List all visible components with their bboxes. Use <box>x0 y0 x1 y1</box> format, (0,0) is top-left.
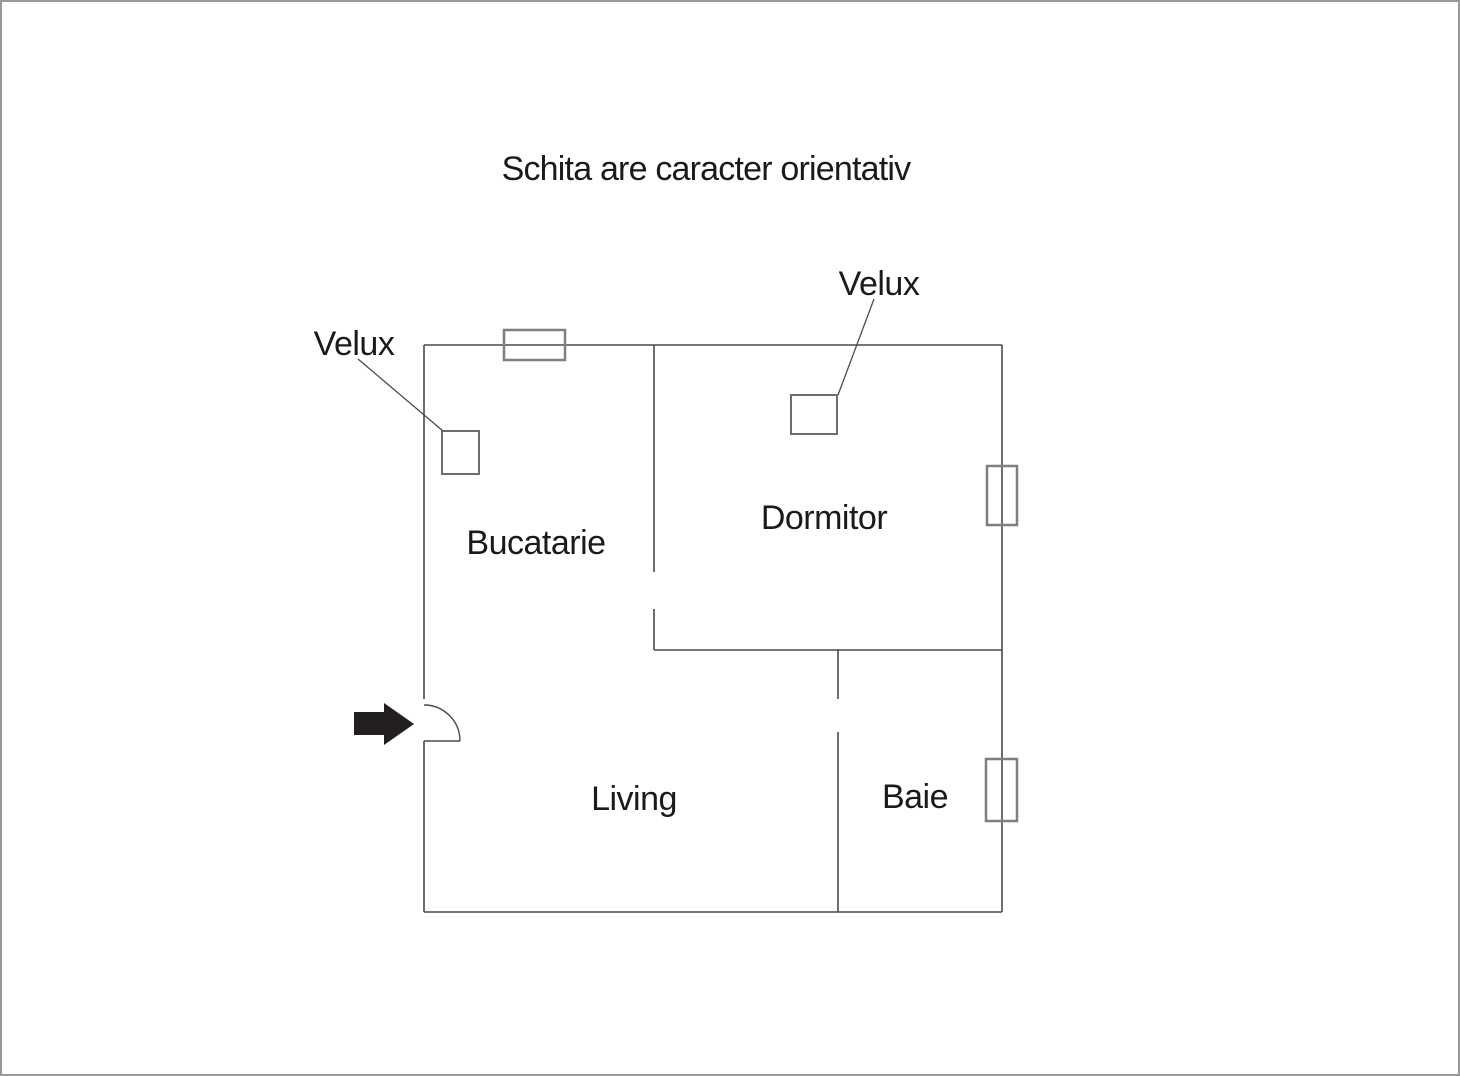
bedroom-velux-leader-line <box>837 298 875 396</box>
door-swing-arc <box>423 704 461 742</box>
bathroom-right-window <box>984 757 1019 823</box>
bedroom-velux-label: Velux <box>839 265 920 303</box>
kitchen-velux-leader-line <box>357 358 444 432</box>
room-label-living: Living <box>591 780 677 818</box>
skylights <box>441 394 838 475</box>
bedroom-velux-skylight <box>790 394 838 435</box>
outer-walls <box>423 344 1003 913</box>
room-label-baie: Baie <box>882 778 948 816</box>
entrance-arrow-icon <box>354 703 414 745</box>
entrance-door <box>423 704 461 742</box>
kitchen-velux-skylight <box>441 430 480 475</box>
leader-lines <box>357 298 875 432</box>
room-label-bucatarie: Bucatarie <box>466 524 605 562</box>
interior-walls <box>653 345 1002 912</box>
plan-title: Schita are caracter orientativ <box>502 150 912 188</box>
bedroom-right-window <box>985 464 1019 527</box>
kitchen-velux-label: Velux <box>314 325 395 363</box>
room-label-dormitor: Dormitor <box>761 499 888 537</box>
kitchen-top-window <box>502 328 567 362</box>
windows <box>502 328 1019 823</box>
